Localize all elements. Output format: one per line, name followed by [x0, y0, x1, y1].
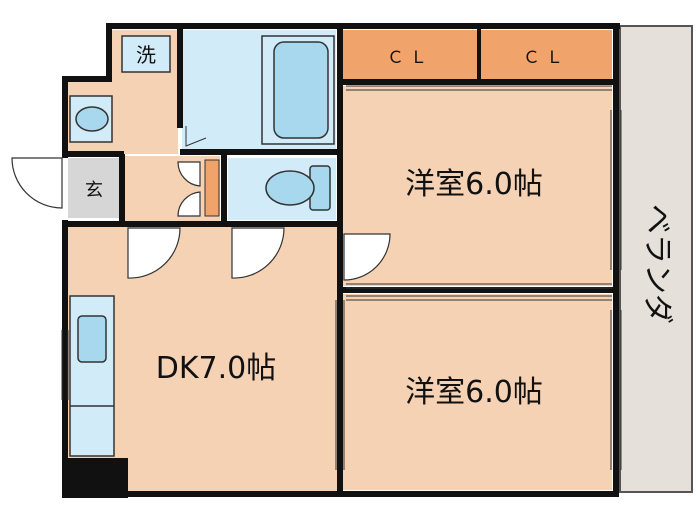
washer-label: 洗 — [136, 43, 156, 67]
closet-left — [343, 30, 477, 80]
kitchen-sink — [77, 315, 107, 363]
doors — [11, 157, 391, 281]
wash-basin-bowl — [75, 106, 109, 132]
veranda-area — [619, 25, 693, 493]
shower-marker — [185, 126, 207, 147]
western-room-top-label: 洋室6.0帖 — [405, 167, 543, 202]
shoe-cabinet — [204, 159, 220, 217]
western-room-bottom — [343, 294, 612, 490]
closet-right-label: ＣＬ — [523, 48, 569, 68]
walls — [62, 23, 620, 497]
closet-right — [481, 30, 612, 80]
western-room-bottom-label: 洋室6.0帖 — [405, 375, 543, 410]
entrance-label: 玄 — [85, 180, 103, 201]
western-room-top — [343, 86, 612, 286]
hallway — [120, 156, 220, 222]
dk-room-label: DK7.0帖 — [156, 351, 276, 386]
closet-doors — [346, 85, 612, 301]
bathtub-basin — [273, 41, 329, 139]
washer-pan — [121, 35, 171, 73]
veranda-label: ベランダ — [640, 204, 675, 324]
entrance — [68, 158, 120, 218]
windows — [61, 110, 622, 470]
toilet-bowl — [265, 170, 315, 206]
closet-left-label: ＣＬ — [387, 48, 433, 68]
